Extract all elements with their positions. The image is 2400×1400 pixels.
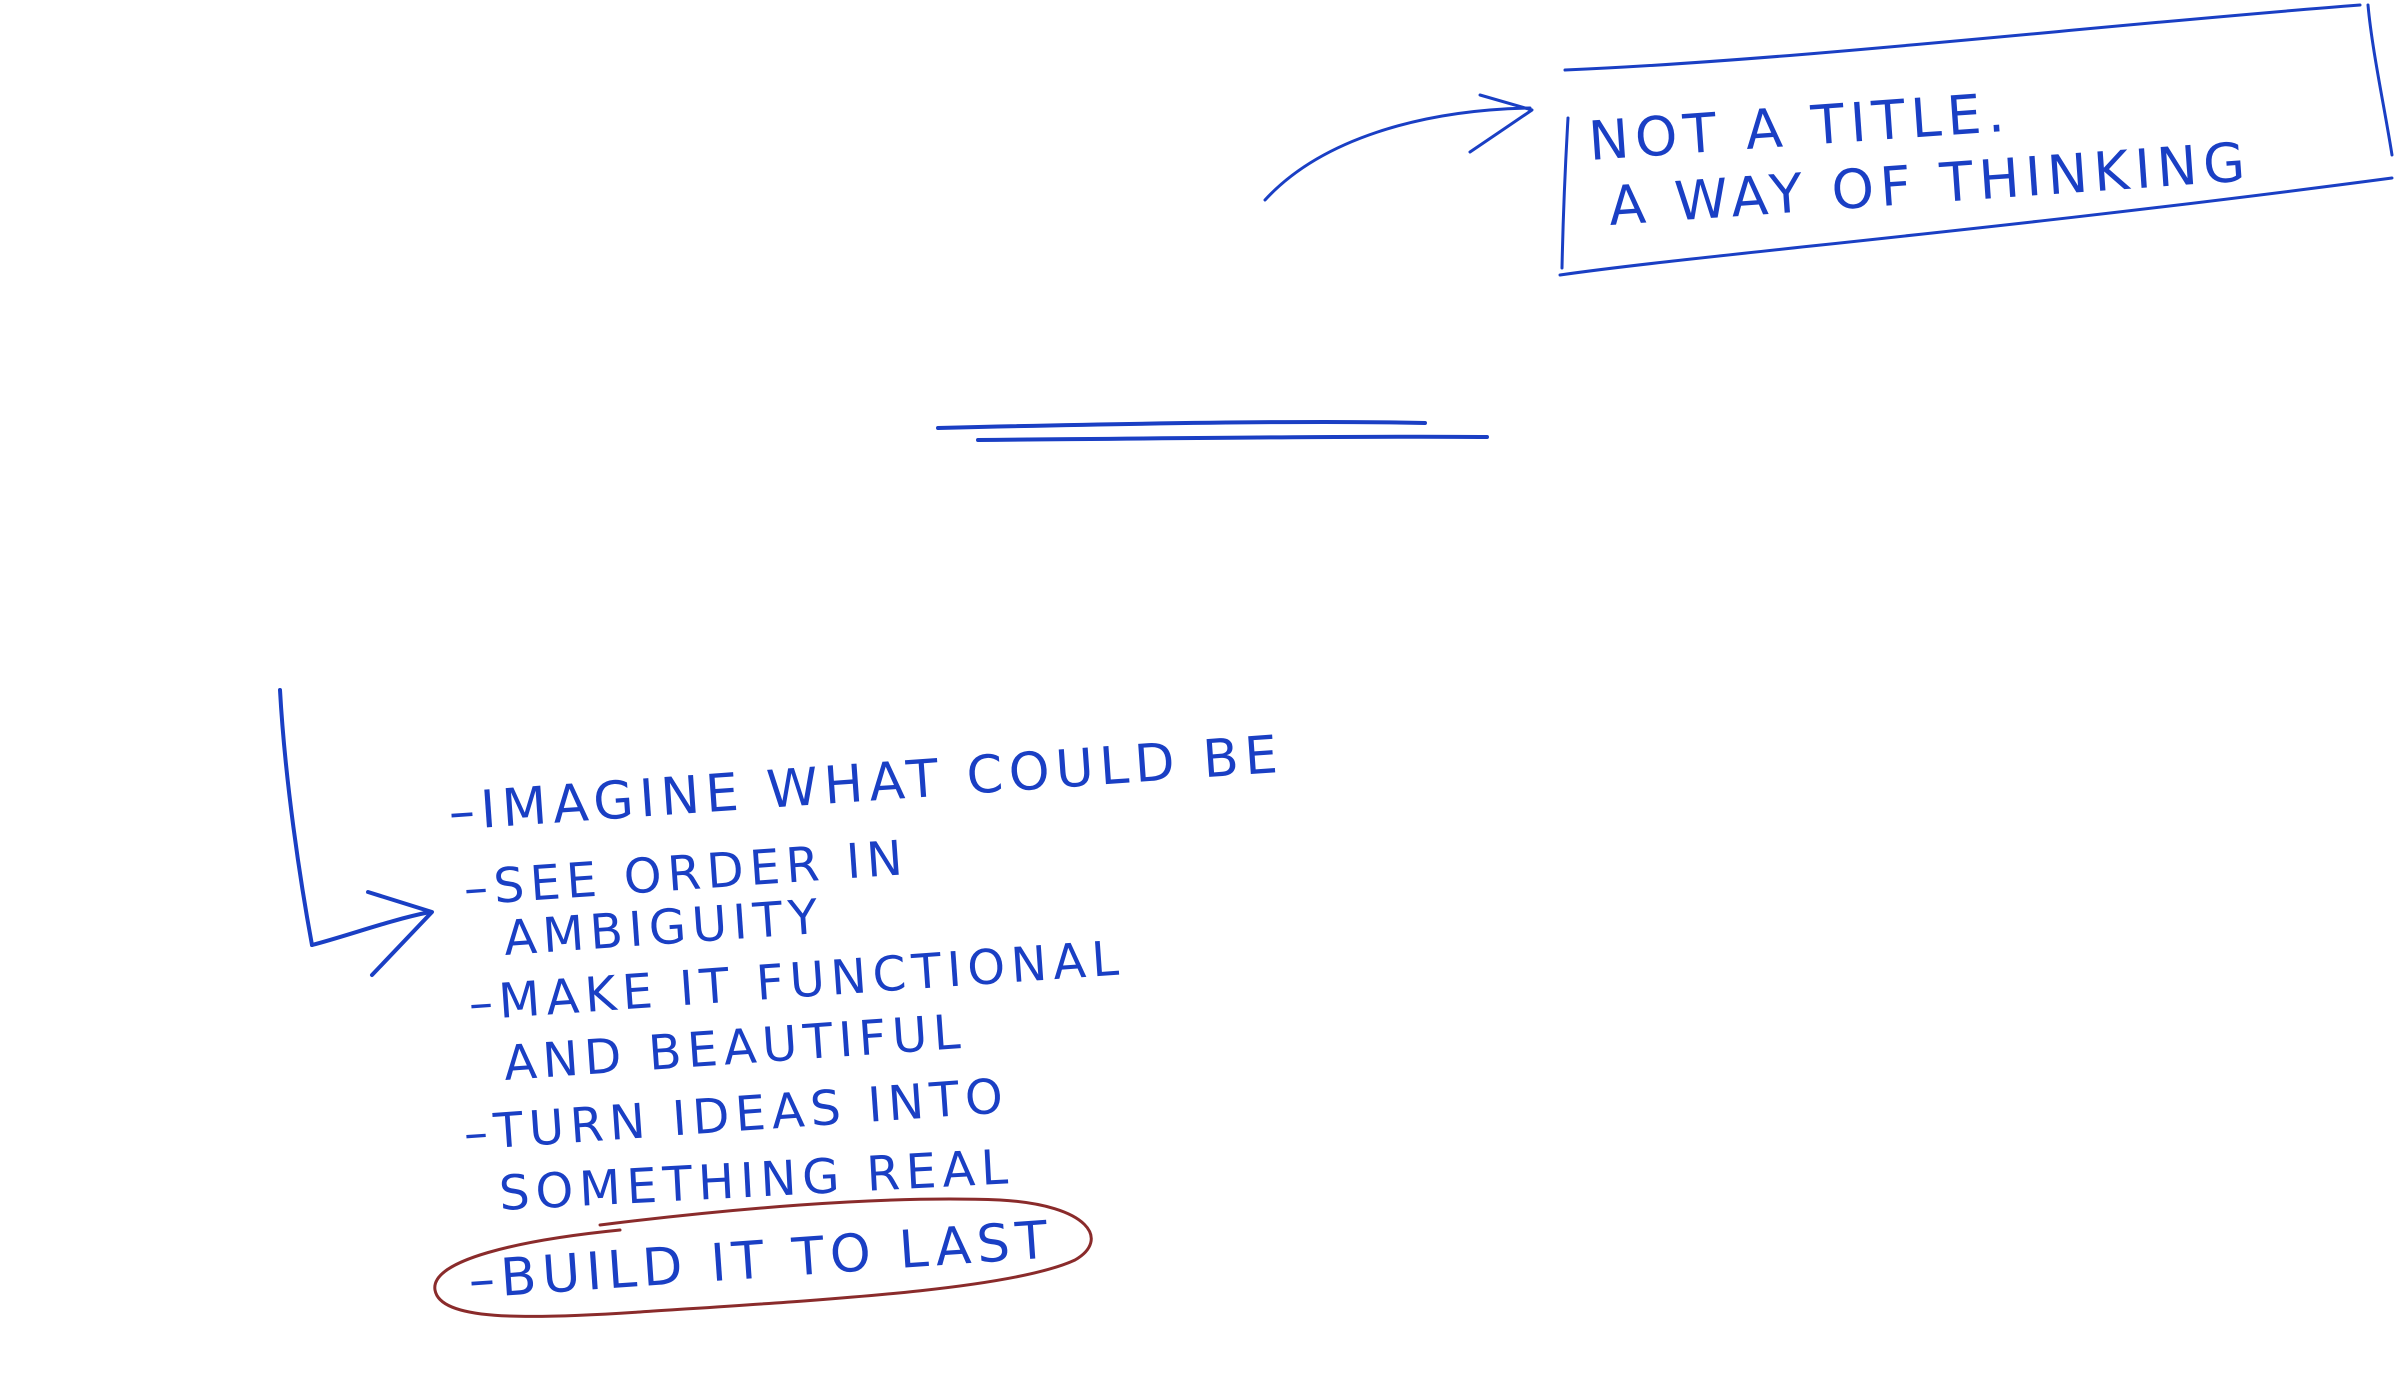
note-box-top-edge — [1563, 3, 2362, 72]
bent-arrow — [278, 688, 434, 977]
note-box-left-edge — [1560, 116, 1570, 270]
curved-arrow-head — [1468, 93, 1534, 154]
double-underline — [936, 419, 1489, 442]
bent-arrow-shaft — [310, 910, 432, 947]
underline-upper — [936, 419, 1427, 430]
underline-lower — [976, 434, 1489, 442]
bullet-list: –IMAGINE WHAT COULD BE –SEE ORDER IN AMB… — [447, 725, 1286, 1311]
bent-arrow-head — [366, 890, 434, 977]
note-box-right-edge — [2366, 3, 2394, 157]
note-box-bottom-edge — [1558, 176, 2394, 277]
curved-arrow-shaft — [1263, 106, 1532, 202]
list-item-5-line-1: –BUILD IT TO LAST — [467, 1210, 1056, 1311]
note-box — [1558, 3, 2394, 277]
list-item-1-line-1: –IMAGINE WHAT COULD BE — [447, 725, 1286, 843]
highlight-ellipse — [433, 1197, 1093, 1318]
curved-arrow — [1263, 93, 1534, 202]
bent-arrow-stem — [278, 688, 314, 947]
